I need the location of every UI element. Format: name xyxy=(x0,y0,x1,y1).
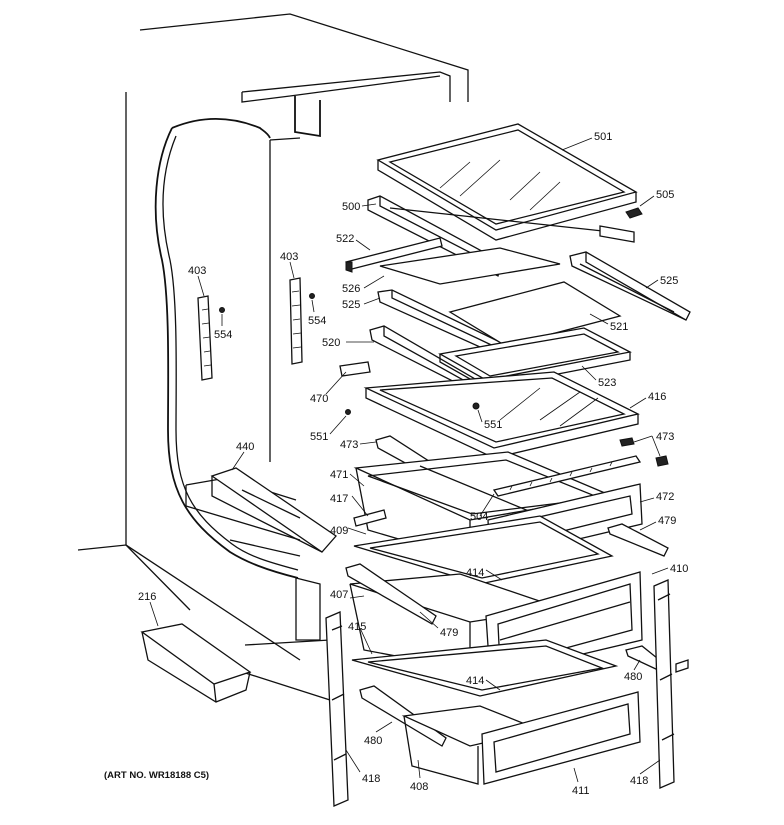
part-418-right-rail xyxy=(653,579,689,789)
label-216: 216 xyxy=(138,591,156,603)
label-480-left: 480 xyxy=(364,735,382,747)
part-216-bin xyxy=(140,623,252,703)
part-403-left-ladder xyxy=(197,295,213,381)
label-500: 500 xyxy=(342,201,360,213)
part-479-left-slide xyxy=(345,563,437,625)
label-407: 407 xyxy=(330,589,348,601)
part-526-glass-panel xyxy=(379,247,561,285)
door-gasket xyxy=(154,118,299,579)
callout-labels: 501 505 500 522 526 525 525 521 520 523 … xyxy=(138,131,688,797)
label-520: 520 xyxy=(322,337,340,349)
label-551-left: 551 xyxy=(310,431,328,443)
part-505-clip xyxy=(625,207,643,219)
label-479-right: 479 xyxy=(658,515,676,527)
label-415: 415 xyxy=(348,621,366,633)
part-522-rail xyxy=(345,237,443,273)
cabinet-outline xyxy=(77,13,469,701)
label-418-left: 418 xyxy=(362,773,380,785)
label-408: 408 xyxy=(410,781,428,793)
label-418-right: 418 xyxy=(630,775,648,787)
label-473-left: 473 xyxy=(340,439,358,451)
label-471: 471 xyxy=(330,469,348,481)
label-410: 410 xyxy=(670,563,688,575)
part-523-shelf xyxy=(438,327,632,389)
part-411-drawer-front xyxy=(481,691,641,785)
part-473-clips xyxy=(619,437,669,467)
label-504: 504 xyxy=(470,511,488,523)
label-505: 505 xyxy=(656,189,674,201)
label-554-right: 554 xyxy=(308,315,326,327)
label-411: 411 xyxy=(572,785,590,797)
part-470-clip xyxy=(339,361,371,377)
label-521: 521 xyxy=(610,321,628,333)
part-414-upper-frame xyxy=(353,515,614,585)
part-418-left-rail xyxy=(325,611,349,807)
label-551-right: 551 xyxy=(484,419,502,431)
label-501: 501 xyxy=(594,131,612,143)
label-409: 409 xyxy=(330,525,348,537)
part-403-right-ladder xyxy=(289,277,303,365)
label-480-right: 480 xyxy=(624,671,642,683)
label-525-right: 525 xyxy=(660,275,678,287)
part-551-screws xyxy=(345,402,480,415)
label-525-left: 525 xyxy=(342,299,360,311)
part-554-screws xyxy=(219,293,315,313)
label-473-right: 473 xyxy=(656,431,674,443)
part-521-glass-panel xyxy=(448,281,622,347)
label-523: 523 xyxy=(598,377,616,389)
art-number: (ART NO. WR18188 C5) xyxy=(104,770,209,781)
label-479-left: 479 xyxy=(440,627,458,639)
label-440: 440 xyxy=(236,441,254,453)
label-414-lower: 414 xyxy=(466,675,484,687)
part-417-slide xyxy=(353,509,387,527)
label-522: 522 xyxy=(336,233,354,245)
label-470: 470 xyxy=(310,393,328,405)
label-414-upper: 414 xyxy=(466,567,484,579)
part-501-glass-shelf xyxy=(376,123,638,241)
label-416: 416 xyxy=(648,391,666,403)
label-417: 417 xyxy=(330,493,348,505)
part-525-right-rail xyxy=(569,251,691,321)
label-526: 526 xyxy=(342,283,360,295)
leader-lines xyxy=(149,137,669,783)
part-504-slotted-rail xyxy=(492,455,642,497)
part-415-lower-frame xyxy=(351,639,619,697)
part-440-tray xyxy=(210,467,337,553)
label-403-right: 403 xyxy=(280,251,298,263)
label-472: 472 xyxy=(656,491,674,503)
label-403-left: 403 xyxy=(188,265,206,277)
label-554-left: 554 xyxy=(214,329,232,341)
part-479-right-slide xyxy=(607,523,669,557)
